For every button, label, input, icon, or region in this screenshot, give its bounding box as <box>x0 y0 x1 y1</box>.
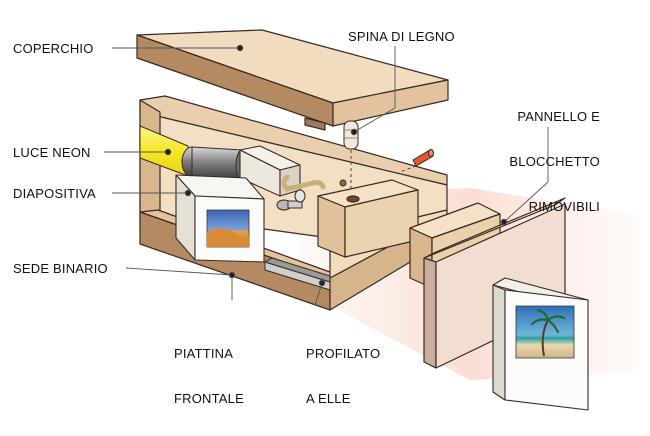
slide <box>175 174 265 263</box>
label-piattina-line2: FRONTALE <box>174 391 244 406</box>
label-spina-di-legno: SPINA DI LEGNO <box>348 29 455 44</box>
label-profilato-a-elle: PROFILATO A ELLE <box>306 316 380 436</box>
fittings <box>276 174 347 211</box>
label-pannello-line3: RIMOVIBILI <box>528 199 600 214</box>
label-diapositiva: DIAPOSITIVA <box>13 186 96 201</box>
label-pannello-line2: BLOCCHETTO <box>509 154 600 169</box>
slide-beach <box>492 277 589 411</box>
l-profile <box>264 257 331 291</box>
label-sede-binario: SEDE BINARIO <box>13 261 108 276</box>
leader-lines <box>104 44 549 306</box>
label-profilato-line1: PROFILATO <box>306 346 381 361</box>
label-pannello: PANNELLO E BLOCCHETTO RIMOVIBILI <box>490 79 600 244</box>
red-dowel <box>399 149 434 173</box>
label-pannello-line1: PANNELLO E <box>517 109 600 124</box>
label-piattina-line1: PIATTINA <box>174 346 234 361</box>
label-piattina-frontale: PIATTINA FRONTALE <box>174 316 244 436</box>
wood-dowel <box>343 120 359 190</box>
label-coperchio: COPERCHIO <box>13 41 94 56</box>
inner-block <box>317 179 419 258</box>
label-profilato-line2: A ELLE <box>306 391 351 406</box>
label-luce-neon: LUCE NEON <box>13 145 91 160</box>
